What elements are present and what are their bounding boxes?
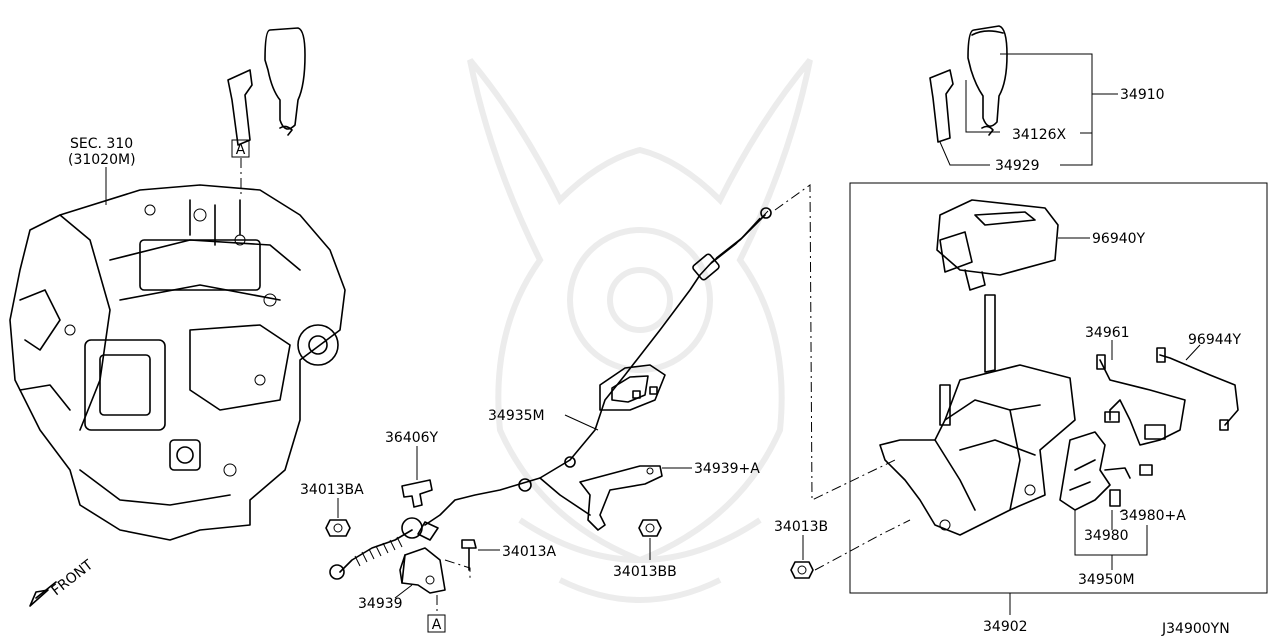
harness-34961	[1096, 354, 1186, 446]
label-34939a: 34939+A	[694, 461, 760, 477]
indicator-96940y	[936, 199, 1059, 291]
shift-knob-body	[967, 25, 1008, 127]
leader-34939	[394, 584, 413, 599]
label-34126x: 34126X	[1012, 127, 1067, 143]
clip-36406y	[401, 479, 433, 508]
ref-marker-a-top	[231, 139, 250, 158]
nut-34013b	[790, 561, 814, 579]
nut-34013bb	[638, 519, 662, 537]
label-36406y: 36406Y	[385, 430, 439, 446]
selector-assembly-box	[849, 182, 1268, 594]
ref-marker-a-bottom	[427, 614, 446, 633]
shift-knob-top	[971, 30, 1004, 36]
leader-34013b-dash	[814, 519, 911, 571]
watermark-emblem	[467, 58, 813, 603]
leader-34910-bracket	[1000, 53, 1093, 166]
selector-lever-base	[879, 294, 1076, 536]
label-96944y: 96944Y	[1188, 332, 1242, 348]
leader-34929	[939, 141, 990, 166]
knob-cover-body	[929, 69, 954, 143]
label-34910: 34910	[1120, 87, 1165, 103]
shift-lock-solenoid	[1109, 489, 1121, 507]
knob-cover-34929	[227, 69, 253, 146]
knob-clip-34126x	[279, 125, 293, 136]
shift-cable-34935m	[329, 207, 772, 580]
shift-knob-34910	[264, 27, 306, 130]
leader-96944y	[1185, 344, 1201, 361]
label-34961: 34961	[1085, 325, 1130, 341]
leader-34950m-bracket	[1074, 510, 1148, 556]
ref-marker-a-top-text: A	[236, 142, 246, 158]
label-34939: 34939	[358, 596, 403, 612]
leader-34126x-bracket	[965, 80, 1000, 133]
bolt-34013ba	[325, 519, 351, 537]
shift-lock-34950m	[1059, 431, 1153, 511]
bolt-34013a	[461, 539, 477, 571]
label-34980: 34980	[1084, 528, 1129, 544]
lever-34939a	[579, 465, 663, 531]
label-34013a: 34013A	[502, 544, 557, 560]
leader-34935m	[564, 414, 599, 431]
knob-clip-body	[981, 125, 994, 136]
label-34902: 34902	[983, 619, 1028, 635]
label-34013b: 34013B	[774, 519, 828, 535]
label-31020m: (31020M)	[68, 152, 136, 168]
bracket-34939	[399, 547, 446, 594]
label-sec-310: SEC. 310	[70, 136, 133, 152]
label-34013ba: 34013BA	[300, 482, 364, 498]
label-96940y: 96940Y	[1092, 231, 1146, 247]
front-arrow-icon: FRONT	[29, 557, 97, 607]
transmission-assembly	[9, 184, 346, 541]
diagram-code: J34900YN	[1161, 621, 1230, 637]
label-34013bb: 34013BB	[613, 564, 677, 580]
label-34950m: 34950M	[1078, 572, 1135, 588]
leader-34980a	[1119, 509, 1126, 513]
label-34980a: 34980+A	[1120, 508, 1186, 524]
label-34929: 34929	[995, 158, 1040, 174]
label-34935m: 34935M	[488, 408, 545, 424]
leader-cable-dash	[774, 184, 896, 501]
front-label: FRONT	[49, 557, 97, 599]
leader-bolt-path	[444, 559, 471, 580]
harness-96944y	[1156, 347, 1239, 431]
ref-marker-a-bottom-text: A	[432, 617, 442, 633]
